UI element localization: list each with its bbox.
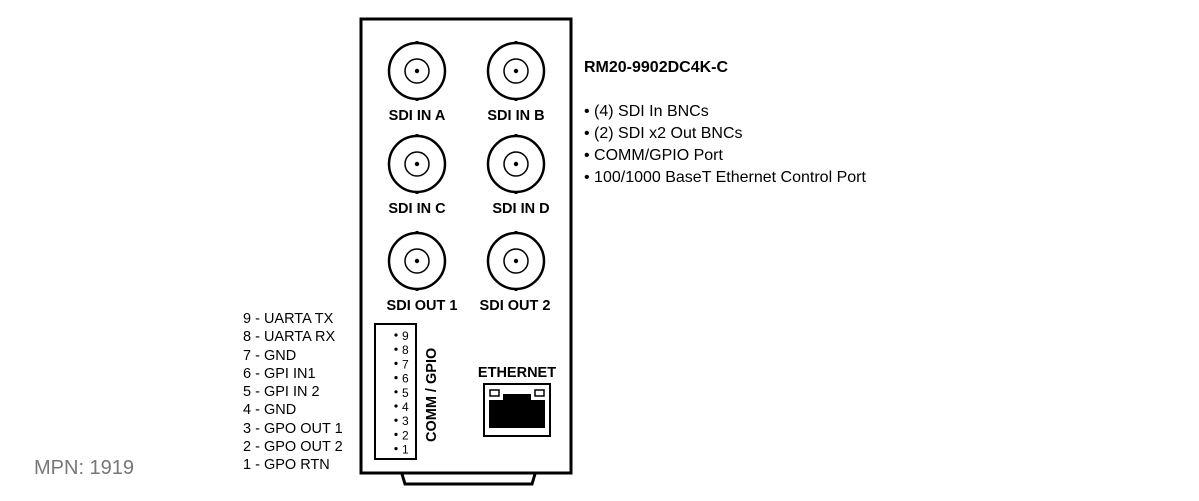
bnc-connector-icon (486, 41, 546, 101)
connector-label: SDI IN D (492, 201, 549, 217)
pin-number: 8 (402, 343, 409, 357)
pinout-item: 2 - GPO OUT 2 (243, 439, 343, 456)
bnc-connector-icon (486, 134, 546, 194)
pin-number: 4 (402, 400, 409, 414)
pin-dot (394, 447, 398, 451)
product-model-title: RM20-9902DC4K-C (584, 59, 729, 76)
connector-label: SDI OUT 1 (387, 298, 458, 314)
pinout-item: 4 - GND (243, 402, 297, 419)
ethernet-label: ETHERNET (478, 365, 556, 381)
connector-label: SDI IN A (389, 108, 446, 124)
pin-dot (394, 333, 398, 337)
panel-mounting-tab (400, 473, 537, 486)
link-led-icon (489, 389, 500, 397)
pinout-item: 9 - UARTA TX (243, 311, 334, 327)
feature-item: • COMM/GPIO Port (584, 147, 723, 164)
connector-label: SDI IN C (388, 201, 446, 217)
bnc-connector-icon (486, 231, 546, 291)
pin-dot (394, 432, 398, 436)
pin-dot (394, 404, 398, 408)
feature-item: • 100/1000 BaseT Ethernet Control Port (584, 169, 866, 186)
feature-item: • (2) SDI x2 Out BNCs (584, 125, 743, 142)
pinout-item: 5 - GPI IN 2 (243, 384, 320, 401)
pin-number: 1 (402, 443, 409, 457)
pinout-item: 3 - GPO OUT 1 (243, 420, 343, 437)
pin-number: 9 (402, 329, 409, 343)
feature-item: • (4) SDI In BNCs (584, 103, 709, 120)
pin-dot (394, 361, 398, 365)
connector-label: SDI OUT 2 (480, 298, 551, 314)
pinout-item: 6 - GPI IN1 (243, 365, 316, 382)
bnc-connector-icon (387, 41, 447, 101)
feature-list: • (4) SDI In BNCs • (2) SDI x2 Out BNCs … (584, 101, 866, 189)
pin-dot (394, 347, 398, 351)
pin-number: 6 (402, 372, 409, 386)
bnc-connector-icon (387, 134, 447, 194)
connector-label: SDI IN B (487, 108, 544, 124)
comm-gpio-label: COMM / GPIO (424, 348, 440, 442)
pin-number: 5 (402, 386, 409, 400)
rj45-port-icon (483, 383, 551, 437)
pin-dot (394, 376, 398, 380)
pin-dot (394, 418, 398, 422)
pin-number: 7 (402, 357, 409, 371)
bnc-connector-icon (387, 231, 447, 291)
pinout-list: 9 - UARTA TX 8 - UARTA RX 7 - GND 6 - GP… (243, 310, 343, 475)
pinout-item: 1 - GPO RTN (243, 457, 330, 474)
pin-dot (394, 390, 398, 394)
pinout-item: 7 - GND (243, 347, 297, 364)
pinout-item: 8 - UARTA RX (243, 329, 336, 346)
mpn-label: MPN: 1919 (34, 457, 135, 479)
activity-led-icon (534, 389, 545, 397)
pin-number: 2 (402, 428, 409, 442)
pin-number: 3 (402, 414, 409, 428)
